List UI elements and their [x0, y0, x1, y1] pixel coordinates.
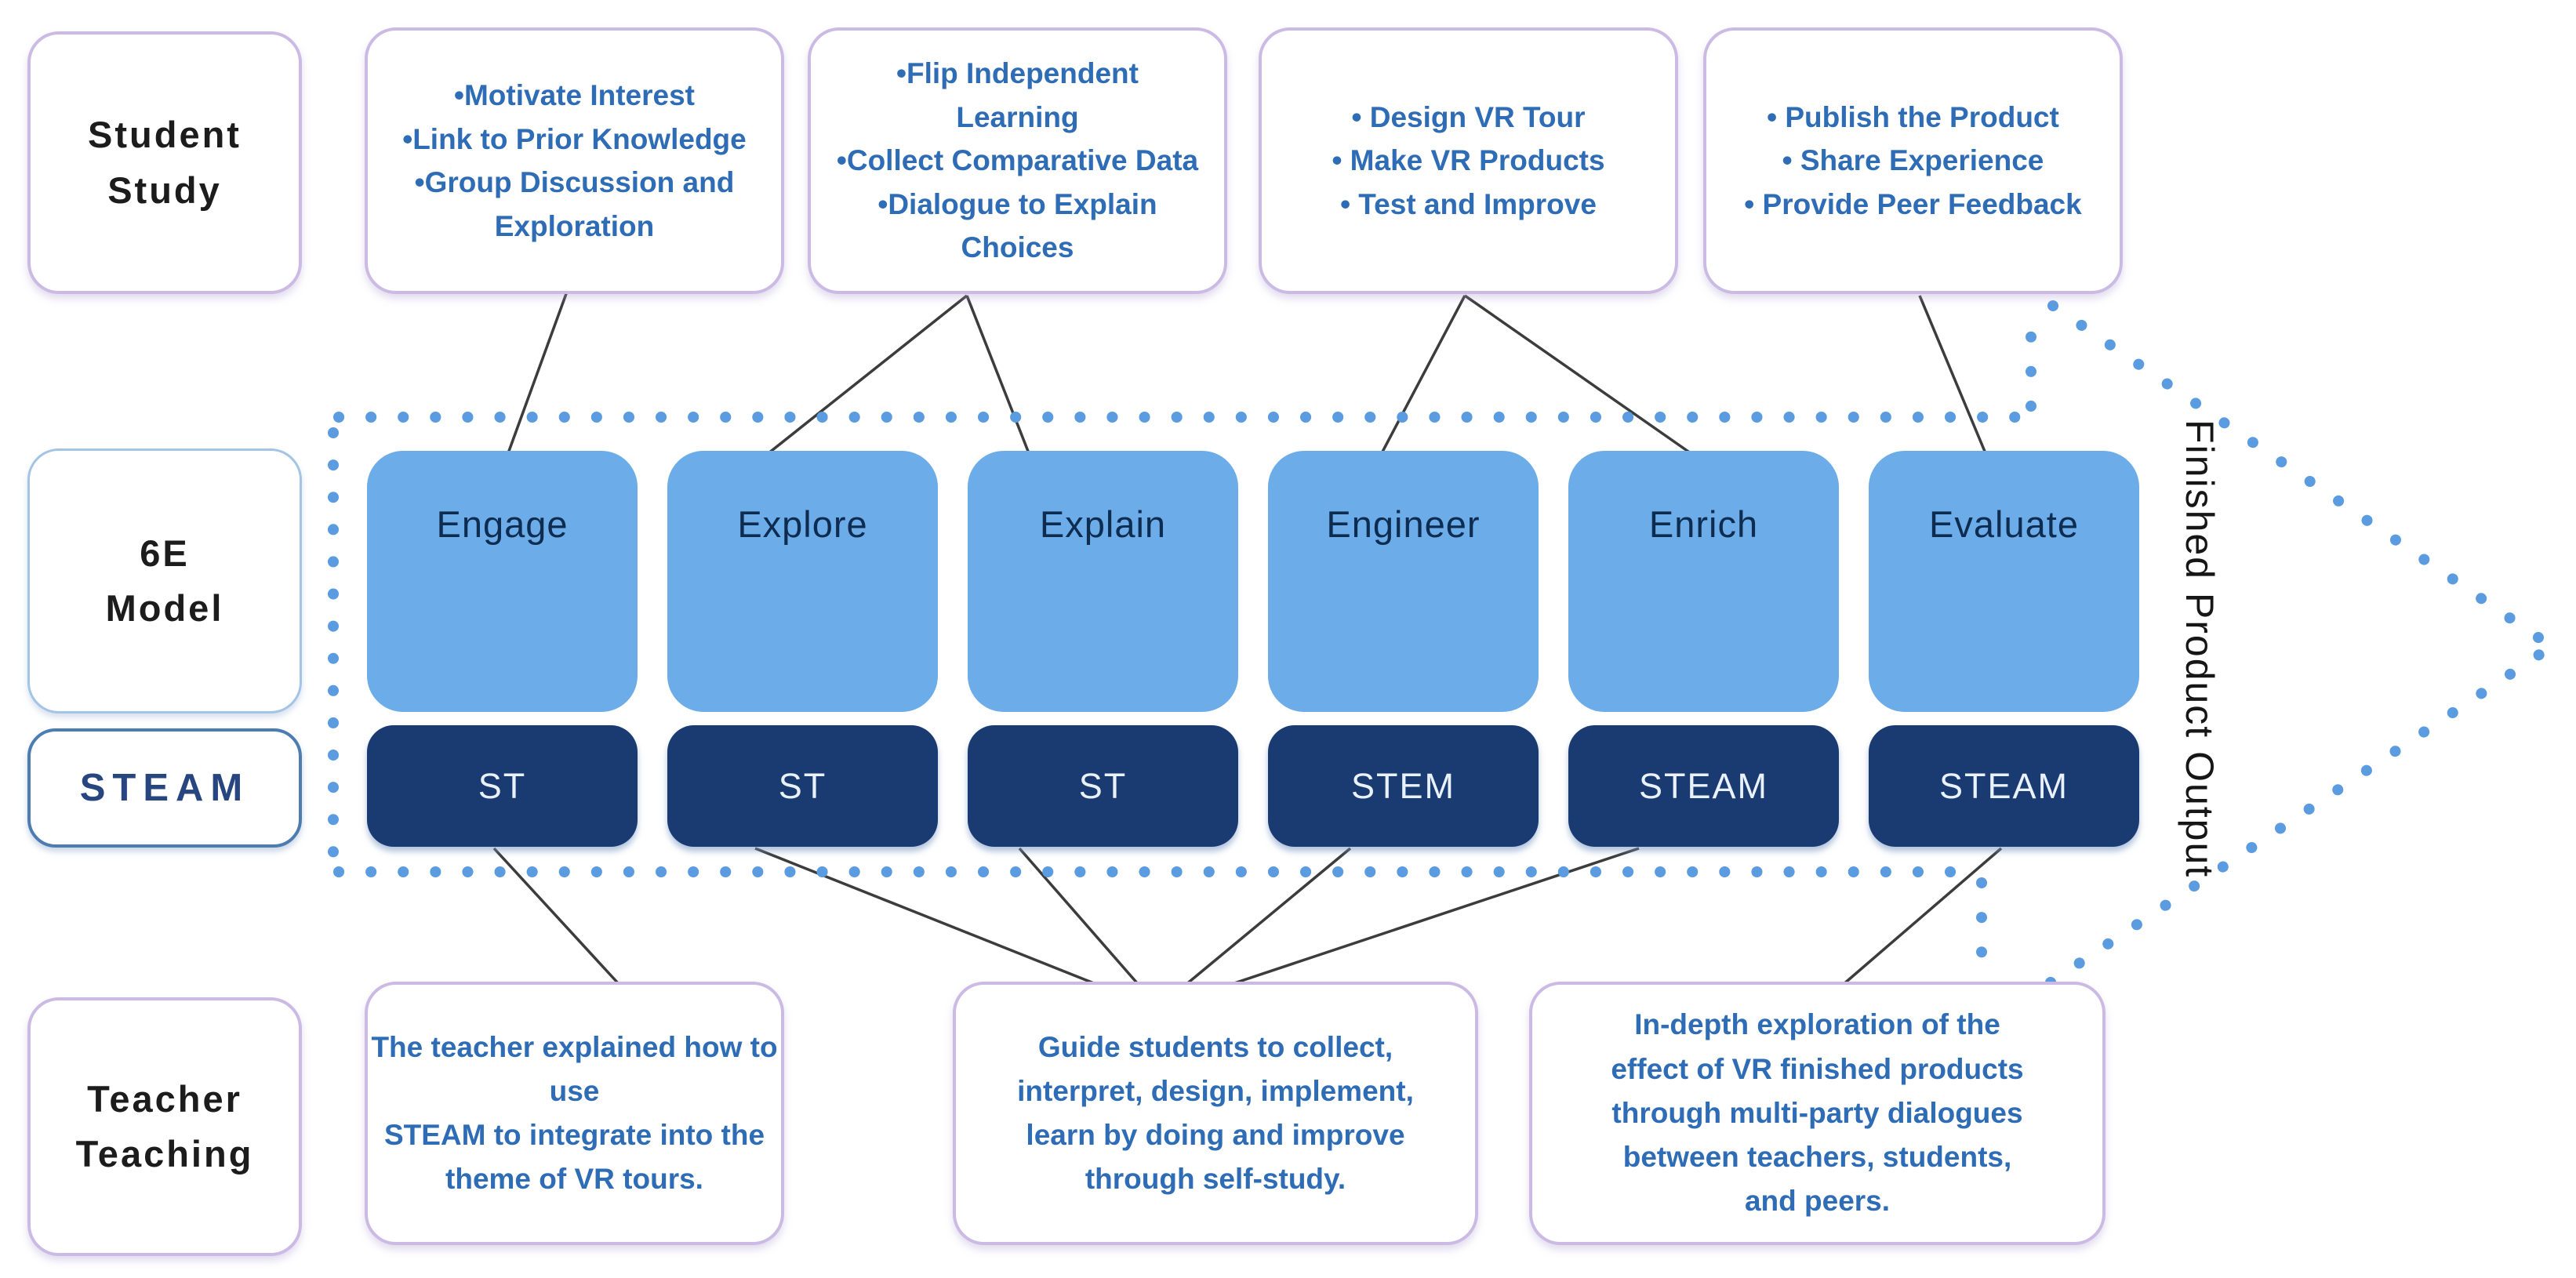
teacher-box-engage: The teacher explained how to use STEAM t…: [365, 982, 784, 1245]
student-box-engineer-enrich: • Design VR Tour • Make VR Products • Te…: [1259, 27, 1678, 294]
student-study-label: Student Study: [88, 114, 242, 211]
stage-box-explain: Explain: [968, 451, 1238, 712]
bullet-item: •Group Discussion and Exploration: [414, 166, 735, 242]
steam-code: ST: [478, 765, 527, 806]
steam-label-box: STEAM: [27, 728, 302, 848]
connector-lines-top: [507, 291, 1987, 455]
steam-code-box-engage: ST: [367, 725, 638, 847]
teacher-teaching-label: Teacher Teaching: [75, 1077, 254, 1175]
steam-code: STEM: [1350, 765, 1455, 806]
stage-name: Engage: [436, 503, 569, 545]
teacher-box-evaluate: In-depth exploration of the effect of VR…: [1529, 982, 2105, 1245]
stage-box-explore: Explore: [667, 451, 938, 712]
steam-code-box-explain: ST: [968, 725, 1238, 847]
bullet-item: • Design VR Tour: [1351, 100, 1586, 133]
steam-code-box-enrich: STEAM: [1568, 725, 1839, 847]
student-box-explore-explain: •Flip Independent Learning •Collect Comp…: [808, 27, 1227, 294]
bullet-item: • Test and Improve: [1340, 187, 1597, 220]
finished-product-output-label: Finished Product Output: [2178, 419, 2222, 879]
six-e-model-label-box: 6E Model: [27, 448, 302, 713]
steam-label: STEAM: [79, 767, 250, 809]
bullet-item: •Flip Independent Learning: [896, 57, 1139, 133]
stage-name: Explain: [1039, 503, 1167, 545]
stage-box-evaluate: Evaluate: [1869, 451, 2139, 712]
teacher-text: In-depth exploration of the effect of VR…: [1611, 1008, 2024, 1218]
bullet-item: • Share Experience: [1782, 144, 2044, 177]
six-e-model-label: 6E Model: [105, 532, 224, 630]
stage-box-enrich: Enrich: [1568, 451, 1839, 712]
stage-name: Engineer: [1326, 503, 1481, 545]
steam-code-box-evaluate: STEAM: [1869, 725, 2139, 847]
teacher-teaching-label-box: Teacher Teaching: [27, 997, 302, 1256]
bullet-item: •Motivate Interest: [454, 79, 695, 111]
student-box-engage: •Motivate Interest •Link to Prior Knowle…: [365, 27, 784, 294]
stage-name: Explore: [737, 503, 868, 545]
student-study-label-box: Student Study: [27, 31, 302, 294]
bullet-item: • Publish the Product: [1767, 100, 2059, 133]
connector-lines-bottom: [492, 847, 2003, 986]
steam-code-box-engineer: STEM: [1268, 725, 1539, 847]
stage-box-engineer: Engineer: [1268, 451, 1539, 712]
teacher-text: The teacher explained how to use STEAM t…: [371, 1030, 778, 1196]
steam-code: STEAM: [1638, 765, 1769, 806]
bullet-item: • Make VR Products: [1332, 144, 1605, 177]
stage-name: Enrich: [1648, 503, 1759, 545]
bullet-item: •Dialogue to Explain Choices: [877, 187, 1157, 264]
stage-box-engage: Engage: [367, 451, 638, 712]
teacher-text: Guide students to collect, interpret, de…: [1017, 1030, 1414, 1196]
teacher-box-middle: Guide students to collect, interpret, de…: [953, 982, 1478, 1245]
steam-code-box-explore: ST: [667, 725, 938, 847]
steam-code: ST: [778, 765, 827, 806]
steam-code: ST: [1078, 765, 1128, 806]
bullet-item: •Link to Prior Knowledge: [402, 122, 747, 155]
bullet-item: • Provide Peer Feedback: [1744, 187, 2082, 220]
steam-code: STEAM: [1938, 765, 2069, 806]
bullet-item: •Collect Comparative Data: [836, 144, 1199, 177]
student-box-evaluate: • Publish the Product • Share Experience…: [1703, 27, 2123, 294]
stage-name: Evaluate: [1929, 503, 2079, 545]
